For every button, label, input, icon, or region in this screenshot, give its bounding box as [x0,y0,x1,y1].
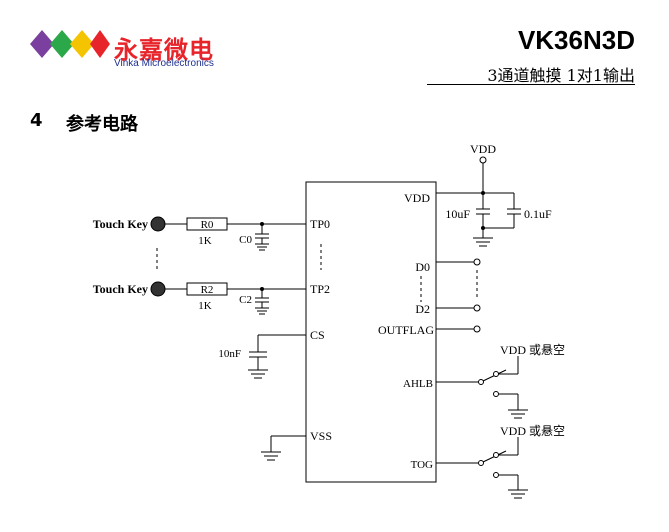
resistor-r2-label: R2 [201,284,214,296]
outflag-terminal [473,325,481,333]
resistor-r2-value: 1K [198,300,212,312]
ahlb-option-label: VDD 或悬空 [500,343,565,357]
touch-pad-2-icon [150,281,166,297]
resistor-r0-value: 1K [198,235,212,247]
doc-subtitle: 3通道触摸 1对1输出 [487,66,635,85]
vdd-terminal [479,156,487,164]
part-number: VK36N3D [517,25,635,55]
pin-d0-label: D0 [415,260,430,274]
d0-terminal [473,258,481,266]
pin-cs-label: CS [310,328,325,342]
pin-tp0-label: TP0 [310,217,330,231]
pin-outflag-label: OUTFLAG [378,323,434,337]
pin-ahlb-label: AHLB [403,378,433,390]
pin-vss-label: VSS [310,429,332,443]
cap-cs-label: 10nF [218,348,241,360]
section-title: 参考电路 [66,114,138,135]
pin-vdd-label: VDD [404,191,430,205]
vdd-top-label: VDD [470,142,496,156]
chip-body [305,181,437,483]
pin-d2-label: D2 [415,302,430,316]
cap-10uf-label: 10uF [445,207,470,221]
cap-01uf-label: 0.1uF [524,207,552,221]
pin-tog-label: TOG [411,459,433,471]
touch-pad-1-icon [150,216,166,232]
company-logo-icon [30,30,110,58]
pin-tp2-label: TP2 [310,282,330,296]
touch-key-2-label: Touch Key [93,282,148,296]
header-rule [427,84,635,85]
touch-key-1-label: Touch Key [93,217,148,231]
d2-terminal [473,304,481,312]
tog-option-label: VDD 或悬空 [500,424,565,438]
cap-c2-label: C2 [239,294,252,306]
cap-c0-label: C0 [239,234,252,246]
section-number: 4 [30,110,43,131]
company-name-en: Vinka Microelectronics [114,58,214,69]
resistor-r0-label: R0 [201,219,214,231]
company-name-cn: 永嘉微电 [114,36,214,64]
